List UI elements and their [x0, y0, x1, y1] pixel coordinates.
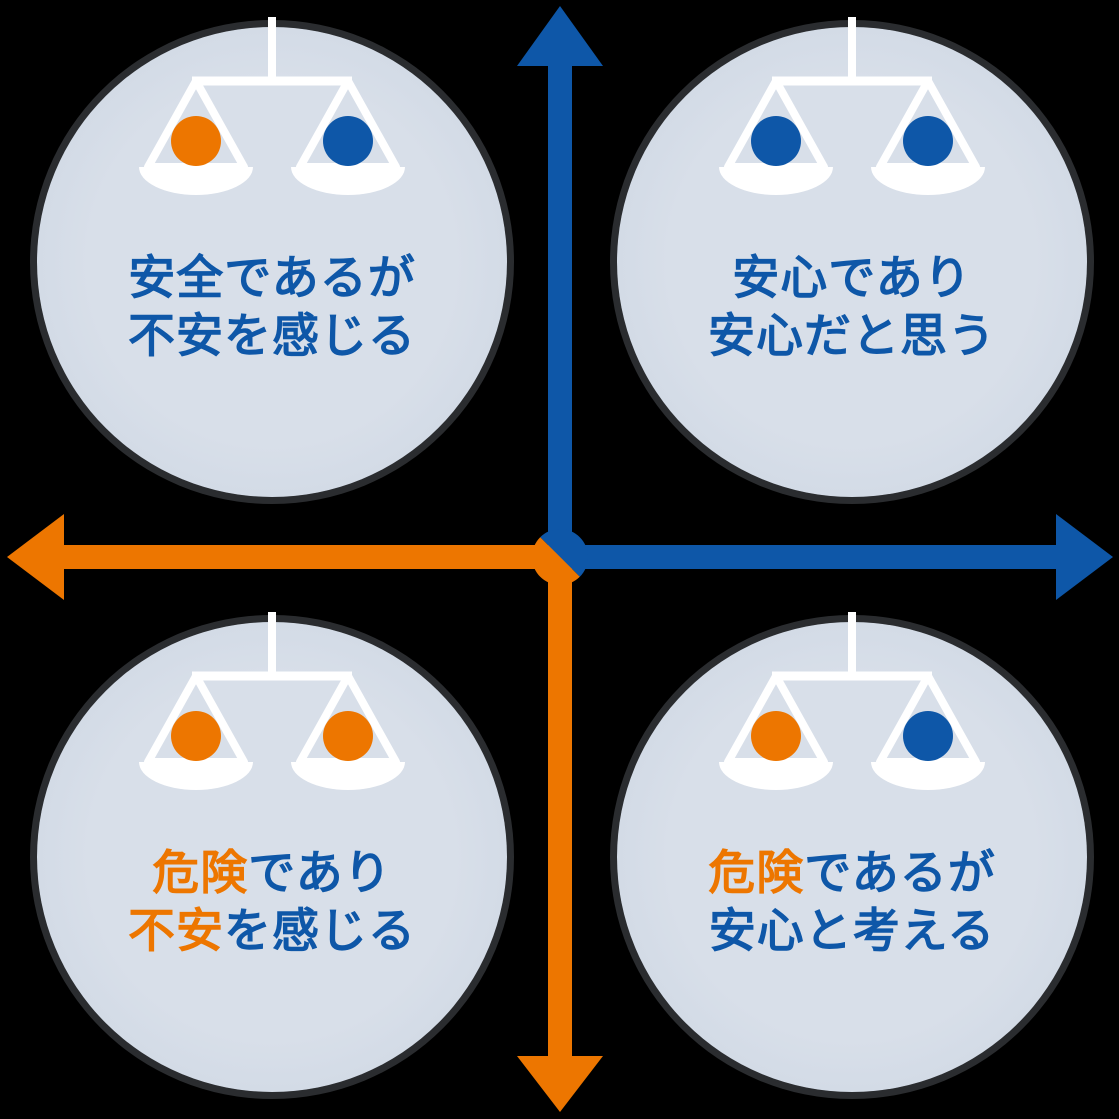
right-pan-bowl	[871, 762, 985, 790]
balance-scale-icon	[139, 17, 405, 195]
down-arrowhead-icon	[517, 1056, 603, 1112]
quadrant-label: 安心であり安心だと思う	[617, 249, 1087, 365]
quadrant-label-line: 安全であるが	[37, 249, 507, 307]
label-segment-blue: であり	[248, 846, 392, 899]
balance-scale-icon	[719, 612, 985, 790]
label-segment-blue: 安心と考える	[708, 904, 996, 957]
quadrant-label-line: 危険であり	[37, 844, 507, 902]
quadrant-top-right: 安心であり安心だと思う	[617, 17, 1087, 497]
quadrant-circle	[37, 27, 507, 497]
horizontal-axis-left	[7, 514, 560, 600]
label-segment-blue: 安心であり	[732, 251, 972, 304]
left-pan-bowl	[139, 167, 253, 195]
quadrant-label-line: 安心と考える	[617, 902, 1087, 960]
quadrant-label: 安全であるが不安を感じる	[37, 249, 507, 365]
center-joint-blue-half	[540, 529, 588, 577]
label-segment-blue: を感じる	[224, 904, 416, 957]
left-pan-ball	[751, 116, 801, 166]
quadrant-label-line: 安心であり	[617, 249, 1087, 307]
quadrant-label-line: 安心だと思う	[617, 307, 1087, 365]
quadrant-bottom-left: 危険であり不安を感じる	[37, 612, 507, 1092]
label-segment-blue: 安心だと思う	[708, 309, 996, 362]
left-pan-ball	[751, 711, 801, 761]
left-arrowhead-icon	[7, 514, 64, 600]
quadrant-label: 危険であるが安心と考える	[617, 844, 1087, 960]
up-arrowhead-icon	[517, 6, 603, 66]
up-axis-shaft	[548, 60, 572, 560]
quadrant-circle	[617, 27, 1087, 497]
vertical-axis-down	[517, 557, 603, 1112]
balance-scale-icon	[139, 612, 405, 790]
label-segment-blue: 不安を感じる	[128, 309, 416, 362]
left-pan-ball	[171, 116, 221, 166]
quadrant-circle	[617, 622, 1087, 1092]
right-arrowhead-icon	[1056, 514, 1113, 600]
quadrant-bottom-right: 危険であるが安心と考える	[617, 612, 1087, 1092]
right-pan-bowl	[291, 167, 405, 195]
label-segment-blue: 安全であるが	[128, 251, 416, 304]
quadrant-label: 危険であり不安を感じる	[37, 844, 507, 960]
right-pan-bowl	[291, 762, 405, 790]
right-pan-ball	[323, 116, 373, 166]
down-axis-shaft	[548, 557, 572, 1058]
right-pan-bowl	[871, 167, 985, 195]
axes-center-joint	[532, 529, 588, 585]
quadrant-label-line: 危険であるが	[617, 844, 1087, 902]
label-segment-blue: であるが	[804, 846, 996, 899]
quadrant-top-left: 安全であるが不安を感じる	[37, 17, 507, 497]
quadrant-label-line: 不安を感じる	[37, 307, 507, 365]
left-pan-bowl	[139, 762, 253, 790]
label-segment-orange: 危険	[708, 846, 805, 899]
label-segment-orange: 危険	[152, 846, 249, 899]
left-pan-bowl	[719, 167, 833, 195]
right-pan-ball	[903, 711, 953, 761]
quadrant-circle	[37, 622, 507, 1092]
quadrant-label-line: 不安を感じる	[37, 902, 507, 960]
balance-scale-icon	[719, 17, 985, 195]
right-axis-shaft	[560, 545, 1060, 569]
vertical-axis-up	[517, 6, 603, 560]
right-pan-ball	[903, 116, 953, 166]
left-pan-bowl	[719, 762, 833, 790]
center-joint-orange-half	[532, 537, 580, 585]
horizontal-axis-right	[560, 514, 1113, 600]
left-pan-ball	[171, 711, 221, 761]
label-segment-orange: 不安	[128, 904, 224, 957]
left-axis-shaft	[60, 545, 560, 569]
right-pan-ball	[323, 711, 373, 761]
